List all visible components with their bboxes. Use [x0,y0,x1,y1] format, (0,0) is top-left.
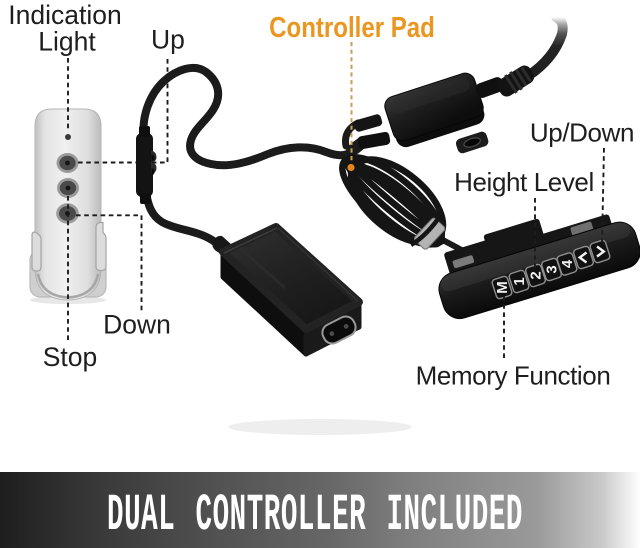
svg-text:Height Level: Height Level [454,167,594,197]
svg-text:Memory Function: Memory Function [416,361,611,391]
svg-text:Controller Pad: Controller Pad [269,11,435,44]
svg-text:DUAL CONTROLLER INCLUDED: DUAL CONTROLLER INCLUDED [107,487,523,546]
svg-text:Light: Light [38,27,96,57]
svg-text:4: 4 [559,259,576,268]
svg-text:Indication: Indication [8,0,121,30]
svg-text:M: M [494,281,511,294]
svg-text:Up/Down: Up/Down [530,118,634,148]
svg-text:Down: Down [103,310,171,340]
svg-text:1: 1 [511,277,528,285]
svg-text:Stop: Stop [43,342,98,372]
svg-text:3: 3 [544,265,561,273]
svg-text:2: 2 [528,271,545,279]
svg-text:Up: Up [151,25,185,55]
